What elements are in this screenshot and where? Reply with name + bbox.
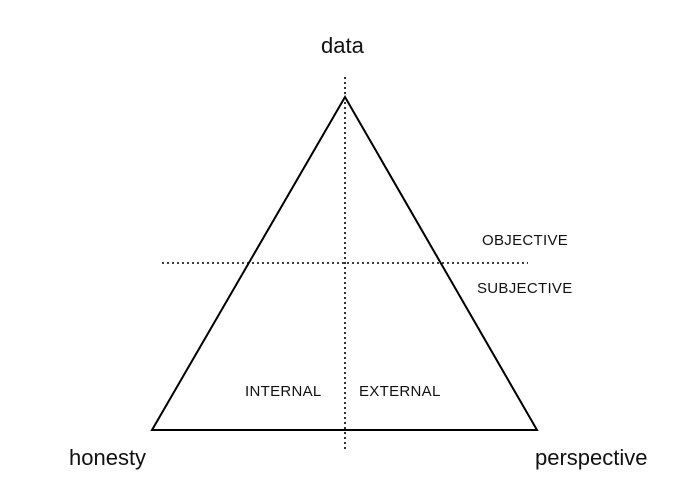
vertex-label-data: data bbox=[321, 33, 364, 58]
region-label-external: EXTERNAL bbox=[359, 383, 441, 400]
region-label-subjective: SUBJECTIVE bbox=[477, 280, 573, 297]
vertex-label-perspective: perspective bbox=[535, 445, 648, 470]
vertex-label-honesty: honesty bbox=[69, 445, 147, 470]
region-label-internal: INTERNAL bbox=[245, 383, 322, 400]
region-label-objective: OBJECTIVE bbox=[482, 232, 569, 249]
